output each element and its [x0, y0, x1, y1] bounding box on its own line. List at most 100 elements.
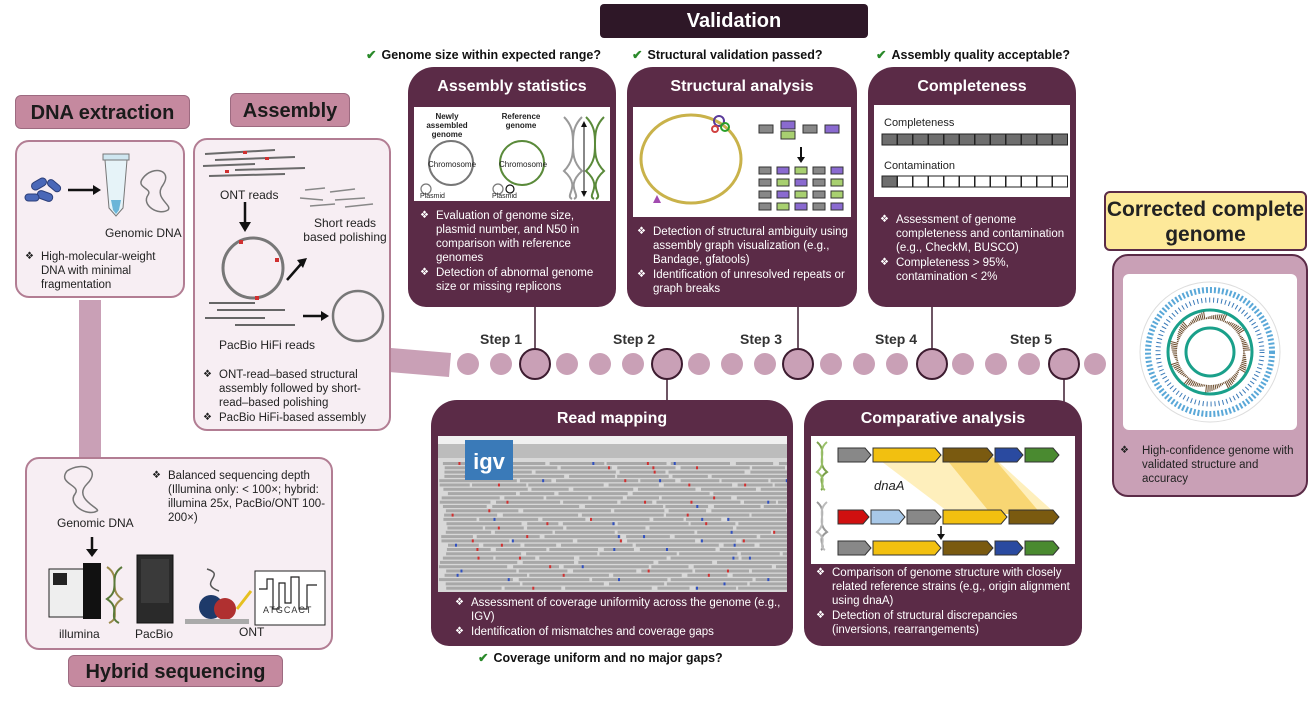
gc-skew-spike: [1175, 366, 1181, 371]
corrected-genome-label: Corrected complete genome: [1104, 191, 1307, 251]
completeness-figure: Completeness Contamination: [874, 105, 1070, 197]
igv-read: [666, 582, 748, 586]
check-icon: ✔: [632, 48, 643, 62]
comparative-bullets: Comparison of genome structure with clos…: [814, 566, 1078, 638]
gc-skew-spike: [1218, 383, 1220, 388]
igv-mismatch: [690, 500, 693, 504]
gc-skew-spike: [1182, 321, 1189, 328]
step-1-label: Step 1: [480, 331, 523, 347]
gc-skew-spike: [1222, 381, 1225, 384]
gc-skew-spike: [1176, 338, 1180, 341]
igv-read: [608, 483, 659, 487]
gc-skew-spike: [1171, 347, 1178, 350]
igv-mismatch: [665, 548, 668, 551]
track-dot: [721, 353, 743, 375]
assembly-statistics-bullets: Evaluation of genome size, plasmid numbe…: [418, 209, 612, 295]
igv-read: [445, 509, 519, 513]
igv-read: [627, 539, 696, 543]
igv-read: [446, 552, 522, 556]
igv-read: [558, 492, 628, 496]
gc-skew-spike: [1183, 377, 1190, 385]
igv-read: [651, 565, 689, 569]
completeness-segment: [990, 133, 1006, 146]
igv-read: [539, 556, 574, 560]
igv-read: [524, 543, 557, 547]
gc-skew-spike: [1234, 373, 1238, 377]
gc-skew-spike: [1234, 325, 1240, 331]
igv-read: [653, 517, 684, 521]
igv-read: [721, 479, 769, 483]
comparative-analysis-panel: Comparative analysis: [804, 400, 1082, 646]
igv-mismatch: [456, 573, 459, 577]
gc-skew-spike: [1216, 384, 1219, 389]
igv-read: [760, 535, 787, 539]
igv-read: [544, 535, 621, 539]
igv-read: [713, 505, 761, 508]
igv-read: [744, 500, 776, 504]
comparative-figure: dnaA: [811, 436, 1075, 564]
igv-read: [672, 474, 708, 478]
gc-skew-spike: [1241, 340, 1246, 343]
track-dot: [556, 353, 578, 375]
dna-extraction-label: DNA extraction: [15, 95, 190, 129]
igv-read: [732, 573, 787, 577]
igv-read: [723, 543, 755, 547]
igv-read: [738, 586, 787, 590]
igv-read: [573, 487, 634, 491]
step-2-label: Step 2: [613, 331, 656, 347]
igv-read: [441, 496, 500, 500]
igv-read: [446, 548, 491, 551]
short-reads-label: Short reads based polishing: [303, 216, 387, 244]
igv-read: [523, 509, 611, 513]
igv-read: [511, 539, 573, 543]
track-dot: [1018, 353, 1040, 375]
igv-logo: igv: [465, 440, 513, 480]
igv-read: [665, 505, 709, 508]
gc-skew-spike: [1227, 379, 1232, 386]
igv-mismatch: [785, 479, 787, 483]
igv-read: [735, 462, 774, 465]
igv-mismatch: [546, 522, 549, 526]
igv-read: [581, 513, 664, 517]
igv-read: [439, 560, 518, 564]
gc-skew-spike: [1188, 323, 1192, 326]
igv-mismatch: [497, 526, 500, 530]
igv-read: [444, 513, 498, 517]
igv-read: [527, 522, 559, 526]
gc-skew-spike: [1236, 327, 1243, 334]
igv-mismatch: [700, 539, 703, 543]
igv-read: [751, 569, 787, 573]
igv-read: [444, 573, 528, 577]
igv-mismatch: [488, 509, 491, 513]
igv-read: [527, 526, 564, 530]
gc-skew-spike: [1201, 312, 1204, 320]
igv-mismatch: [624, 479, 627, 483]
question-quality: ✔Assembly quality acceptable?: [876, 48, 1071, 62]
igv-read: [479, 517, 539, 521]
igv-read: [439, 479, 517, 483]
igv-read: [443, 517, 477, 521]
igv-read: [614, 509, 665, 513]
igv-read: [641, 569, 693, 573]
contamination-segment: [990, 175, 1006, 188]
igv-read: [736, 526, 787, 530]
gc-skew-spike: [1235, 372, 1239, 376]
igv-mismatch: [607, 466, 610, 470]
igv-mismatch: [612, 522, 615, 526]
igv-read: [626, 496, 659, 500]
igv-read: [741, 556, 787, 560]
gc-skew-spike: [1192, 381, 1196, 387]
igv-mismatch: [471, 539, 474, 543]
gc-skew-spike: [1191, 320, 1194, 324]
hybrid-bullets: Balanced sequencing depth (Illumina only…: [152, 469, 330, 526]
gc-skew-spike: [1224, 320, 1227, 323]
igv-screenshot: igv: [438, 436, 787, 592]
gc-skew-spike: [1189, 321, 1193, 325]
gc-skew-spike: [1216, 314, 1219, 320]
igv-read: [617, 466, 676, 470]
validation-header: Validation: [600, 4, 868, 38]
igv-read: [737, 483, 773, 487]
completeness-segment: [959, 133, 975, 146]
completeness-panel: Completeness Completeness Contamination …: [868, 67, 1076, 307]
igv-mismatch: [526, 535, 529, 539]
